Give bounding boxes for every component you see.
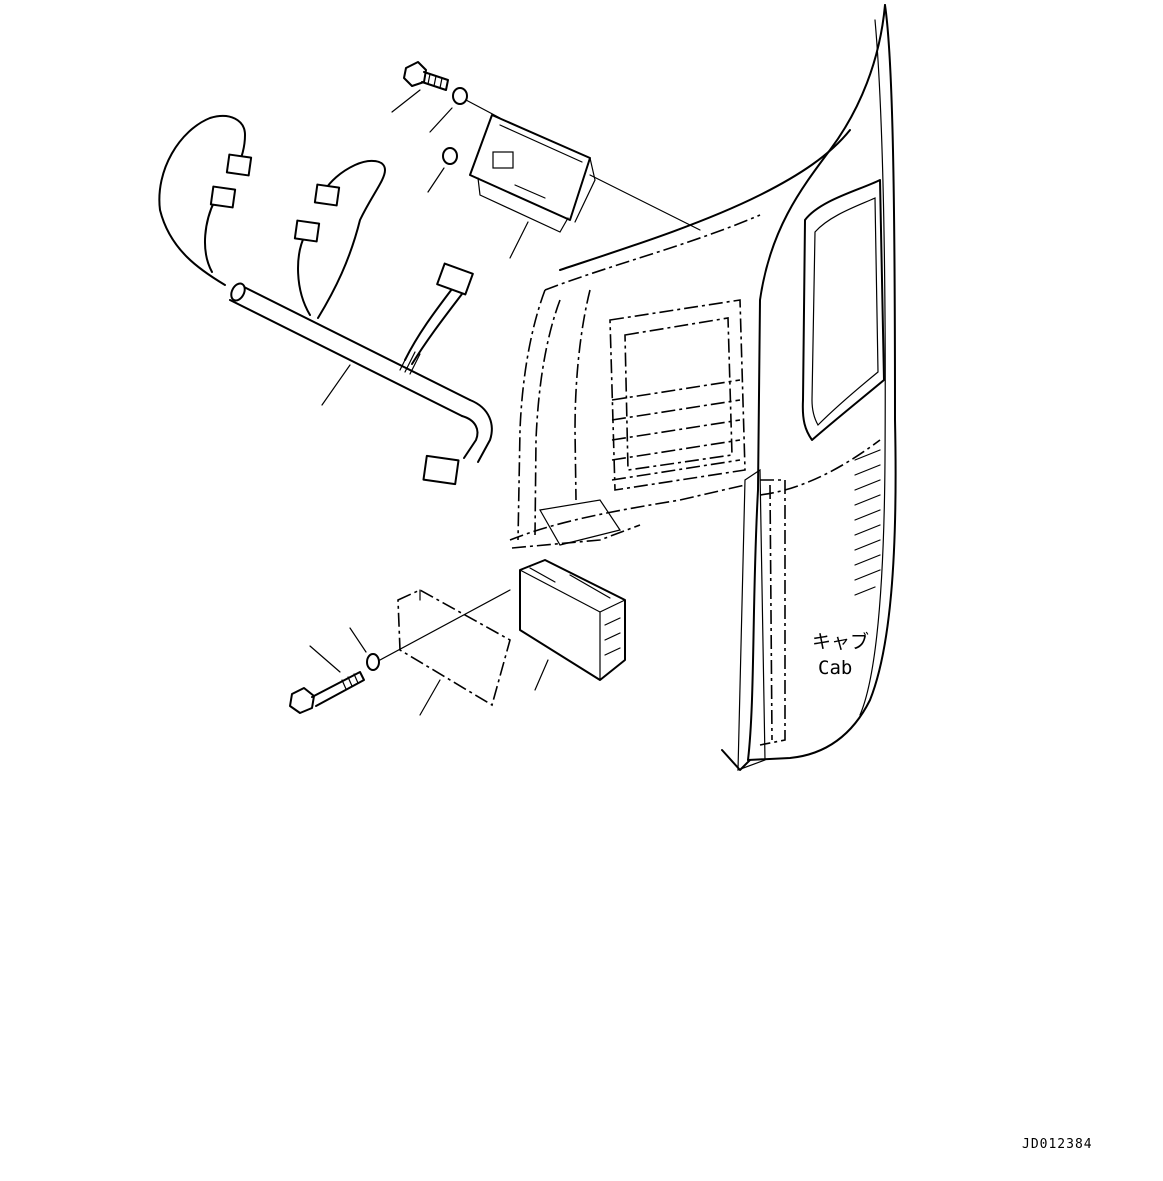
cab-structure [509, 4, 897, 771]
bolt-bottom [289, 645, 365, 714]
harness-connector-2 [209, 185, 237, 209]
harness-connector-5 [436, 262, 474, 296]
drawing-code: JD012384 [1022, 1137, 1093, 1152]
controller-unit [519, 559, 626, 691]
wiring-harness [158, 115, 493, 486]
cab-label-jp: キャブ [812, 630, 869, 653]
harness-end-connector [422, 454, 460, 486]
harness-connector-3 [313, 183, 341, 207]
cab-grille [854, 449, 881, 596]
harness-connector-1 [225, 153, 253, 177]
harness-connector-4 [293, 219, 321, 243]
bolt-top [391, 61, 449, 113]
cover-plate [397, 589, 511, 716]
controller-bracket [469, 114, 596, 259]
washer-top-2 [442, 147, 458, 165]
bracket-window [492, 151, 514, 169]
washer-bottom [366, 653, 380, 671]
washer-top-1 [452, 87, 468, 105]
cab-label-en: Cab [818, 657, 852, 679]
